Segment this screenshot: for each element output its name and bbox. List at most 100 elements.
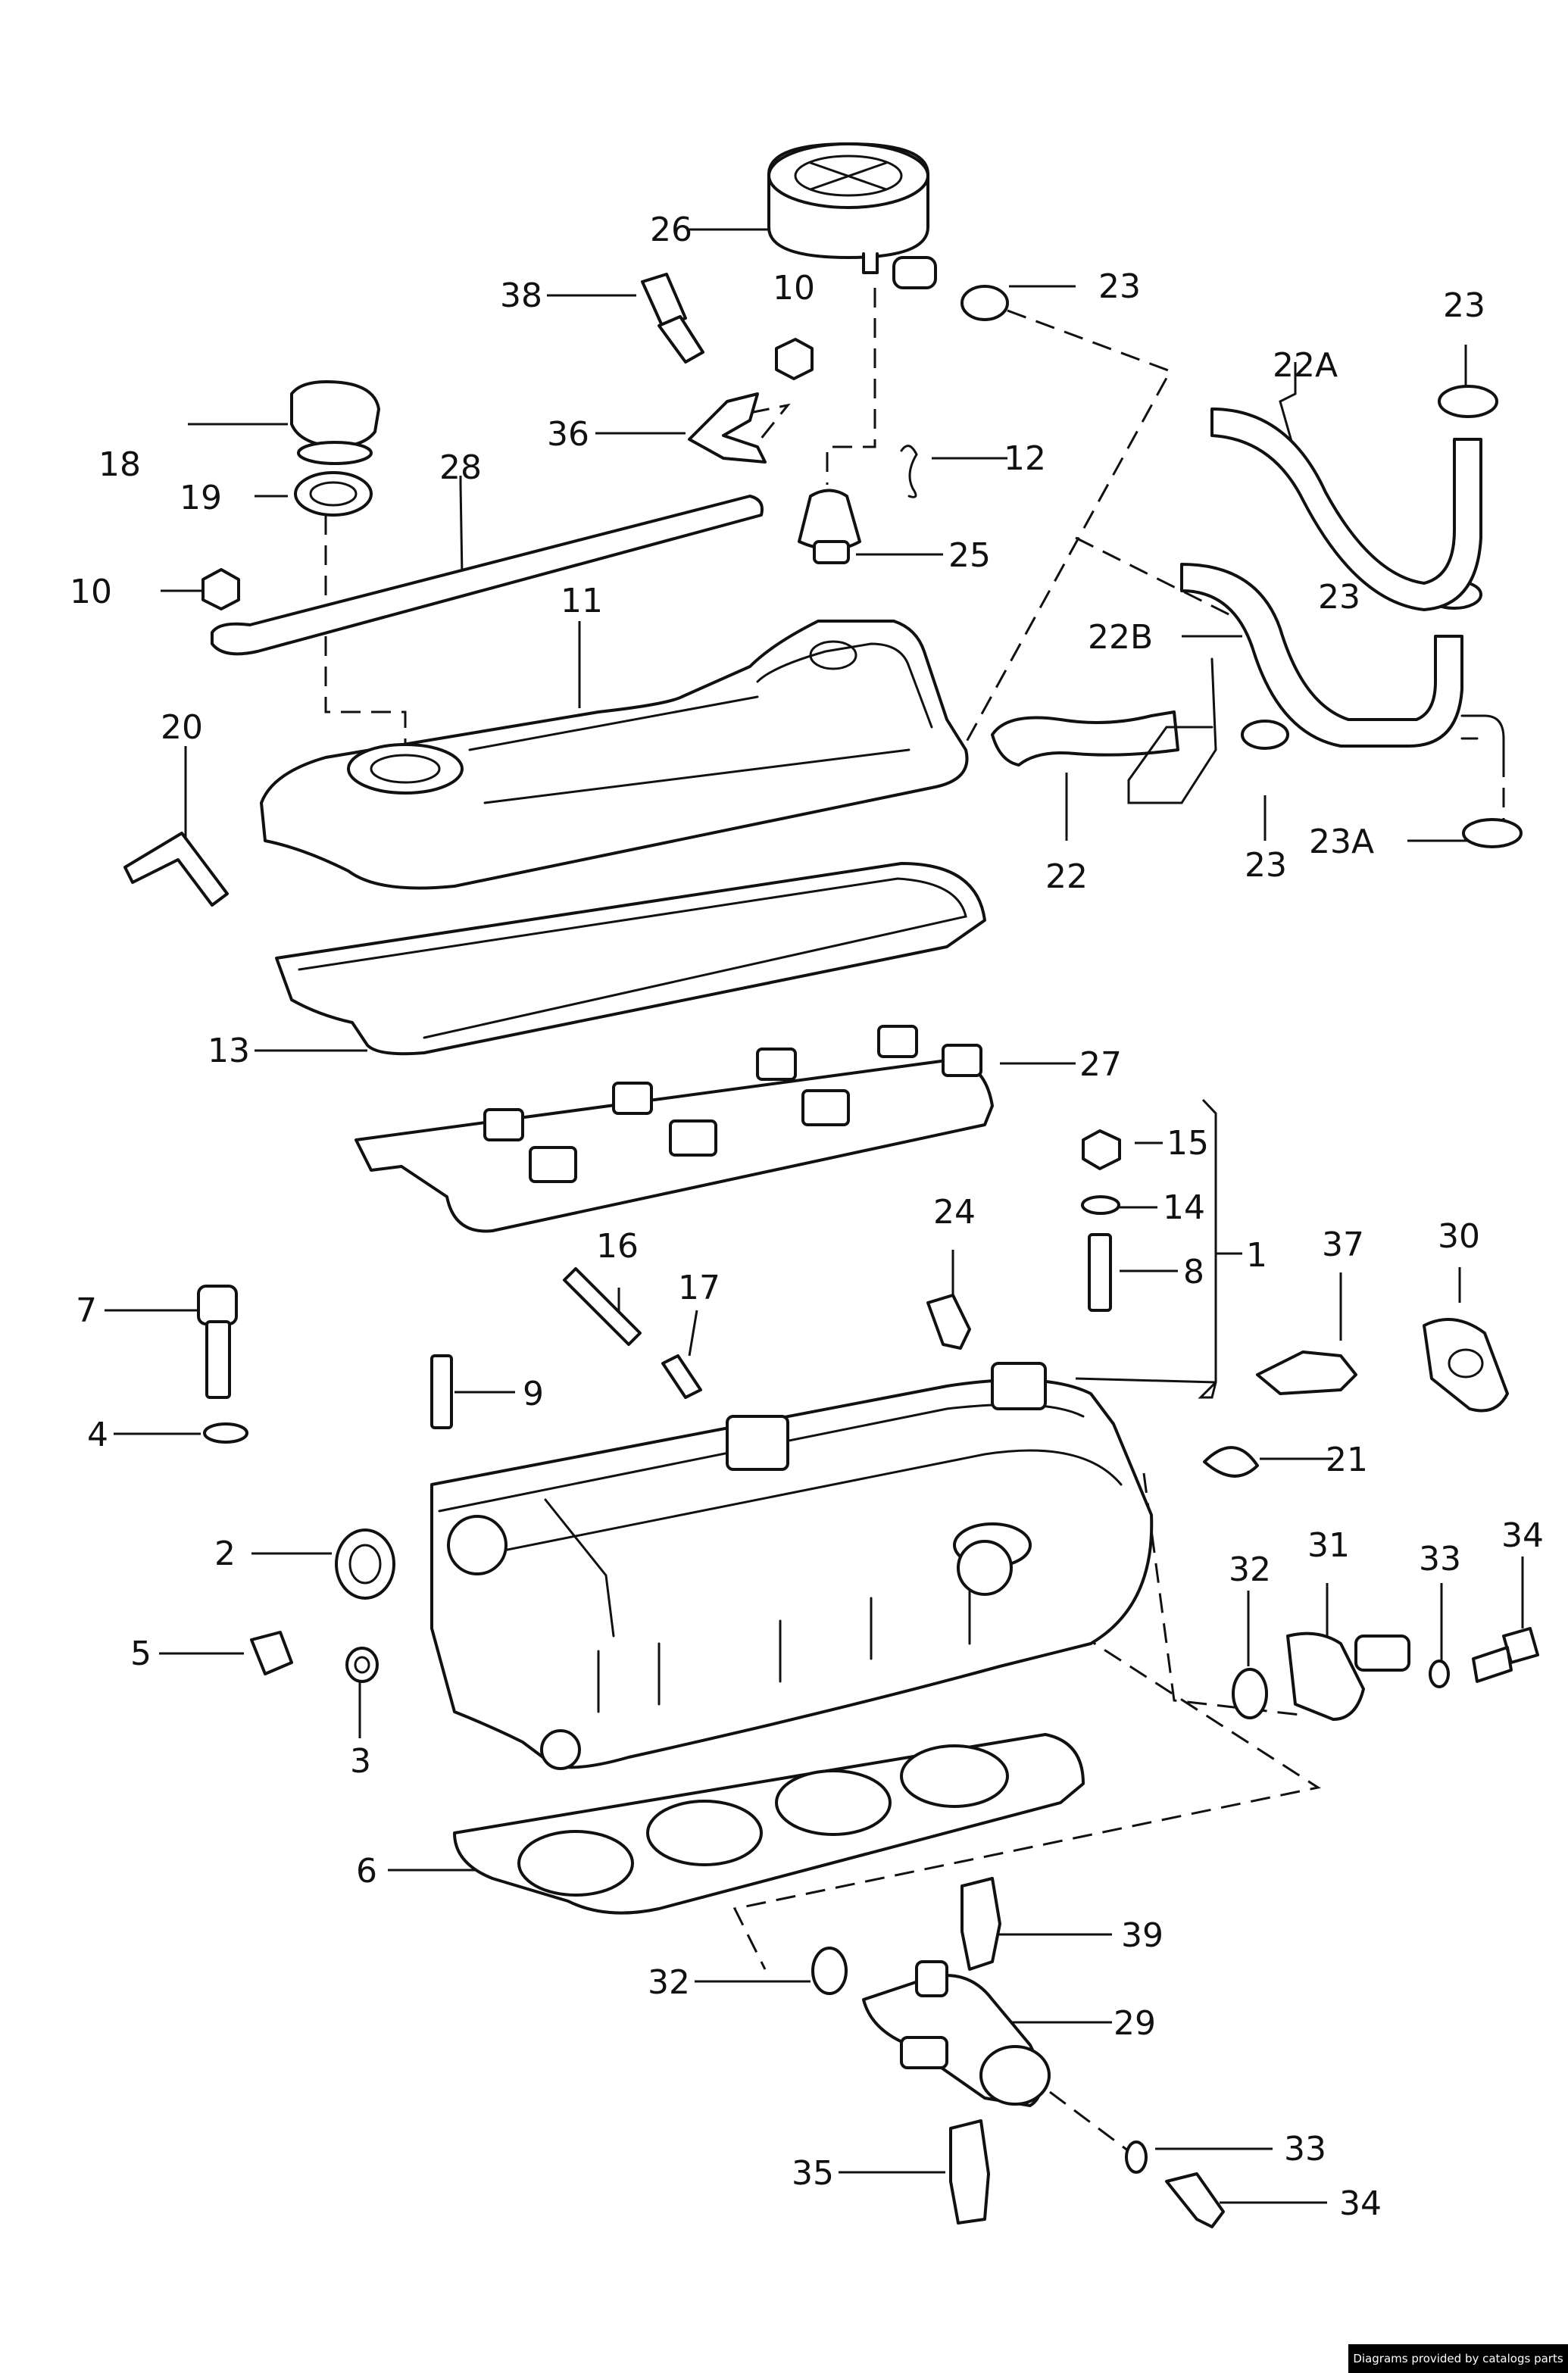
- flange-gasket-30-hole: [1448, 1348, 1484, 1379]
- o-ring-32-lower: [811, 1947, 848, 1995]
- label-28: 28: [439, 448, 482, 487]
- hose-clamps-23: [960, 285, 1523, 848]
- o-ring-32-upper: [1232, 1668, 1268, 1719]
- label-26: 26: [650, 211, 692, 249]
- label-9: 9: [523, 1375, 544, 1413]
- sensor-37: [1256, 1350, 1357, 1395]
- label-38: 38: [500, 276, 542, 315]
- label-14: 14: [1163, 1188, 1205, 1227]
- seal-2: [335, 1528, 395, 1600]
- hose-22b-branch: [1460, 714, 1505, 759]
- gasket-13-inner: [298, 877, 967, 1039]
- callout-labels: 26 38 10 23 23 22A 18 19 36 28 12 25 10 …: [70, 211, 1544, 2223]
- label-11: 11: [561, 582, 603, 620]
- washer-33-upper: [1429, 1660, 1450, 1688]
- coolant-housing-29: [862, 1960, 1051, 2107]
- plug-21: [1203, 1446, 1259, 1478]
- label-34-lower: 34: [1339, 2184, 1382, 2223]
- label-7: 7: [76, 1291, 97, 1330]
- label-33-lower: 33: [1284, 2130, 1326, 2168]
- label-22b: 22B: [1088, 618, 1153, 657]
- diagram-credit-footer: Diagrams provided by catalogs parts: [1348, 2344, 1568, 2373]
- label-10-upper: 10: [773, 269, 815, 308]
- washer-4: [203, 1422, 248, 1444]
- label-25: 25: [948, 536, 991, 575]
- stud-16: [563, 1267, 642, 1346]
- flange-gasket-30: [1423, 1318, 1509, 1413]
- label-6: 6: [356, 1852, 377, 1891]
- bolt-24: [926, 1294, 971, 1350]
- label-3: 3: [350, 1742, 371, 1781]
- sensor-39: [960, 1877, 1001, 1971]
- bolt-7-head: [197, 1285, 238, 1325]
- label-22: 22: [1045, 857, 1088, 896]
- oil-filler-cap: [290, 380, 380, 465]
- label-17: 17: [678, 1269, 720, 1307]
- camshaft-carrier-27: [355, 1025, 994, 1233]
- nut-10-upper: [775, 338, 814, 380]
- label-29: 29: [1114, 2004, 1156, 2043]
- label-30: 30: [1438, 1217, 1480, 1256]
- plug-5: [250, 1631, 293, 1675]
- label-23-top: 23: [1098, 267, 1141, 306]
- sensor-38: [641, 273, 704, 364]
- label-23-mid: 23: [1318, 578, 1360, 617]
- label-19: 19: [180, 479, 222, 517]
- bolt-7-shank: [205, 1320, 231, 1399]
- label-4: 4: [87, 1416, 108, 1454]
- cylinder-head: [430, 1362, 1154, 1770]
- stud-17: [661, 1354, 702, 1399]
- stud-8: [1088, 1233, 1112, 1312]
- stud-9: [430, 1354, 453, 1429]
- label-22a: 22A: [1273, 346, 1338, 385]
- valve-cover-11: [260, 620, 969, 890]
- hose-22: [991, 710, 1179, 767]
- label-13: 13: [208, 1032, 250, 1070]
- hex-key-20: [123, 832, 229, 907]
- label-39: 39: [1121, 1916, 1164, 1955]
- label-8: 8: [1183, 1253, 1204, 1291]
- bracket-36: [688, 392, 767, 464]
- label-16: 16: [596, 1227, 639, 1266]
- label-15: 15: [1167, 1124, 1209, 1163]
- head-gasket-6: [453, 1733, 1085, 1915]
- washer-14: [1081, 1195, 1120, 1215]
- nut-10-left: [201, 568, 240, 610]
- label-2: 2: [214, 1535, 236, 1573]
- label-23a: 23A: [1309, 823, 1374, 861]
- label-27: 27: [1079, 1045, 1122, 1084]
- label-10-left: 10: [70, 573, 112, 611]
- label-35: 35: [792, 2154, 834, 2193]
- label-23-right: 23: [1443, 286, 1485, 325]
- sensor-35: [949, 2119, 990, 2225]
- cap-seal-ring: [294, 471, 373, 517]
- label-21: 21: [1326, 1441, 1368, 1479]
- label-1: 1: [1246, 1236, 1267, 1275]
- grommet-25: [798, 489, 861, 551]
- flange-31: [1286, 1631, 1410, 1721]
- label-24: 24: [933, 1193, 976, 1232]
- gasket-strip-28: [211, 495, 764, 656]
- label-20: 20: [161, 708, 203, 747]
- bolt-34-upper: [1472, 1627, 1539, 1683]
- hose-22b: [1180, 563, 1463, 748]
- label-31: 31: [1307, 1526, 1350, 1565]
- gasket-13: [275, 862, 986, 1056]
- label-5: 5: [130, 1635, 151, 1673]
- label-34-upper: 34: [1501, 1516, 1544, 1555]
- hose-22-pipe: [1127, 657, 1217, 804]
- grommet-25-base: [813, 540, 850, 564]
- label-18: 18: [98, 445, 141, 484]
- bolt-34-lower: [1165, 2172, 1225, 2228]
- label-37: 37: [1322, 1226, 1364, 1264]
- clip-12: [900, 445, 918, 498]
- hose-22a: [1210, 407, 1482, 611]
- breather-housing: [767, 142, 937, 289]
- label-32-lower: 32: [648, 1963, 690, 2002]
- nut-15: [1082, 1129, 1121, 1170]
- label-36: 36: [547, 415, 589, 454]
- label-12: 12: [1004, 439, 1046, 478]
- label-23-low: 23: [1245, 846, 1287, 885]
- label-32-upper: 32: [1229, 1550, 1271, 1589]
